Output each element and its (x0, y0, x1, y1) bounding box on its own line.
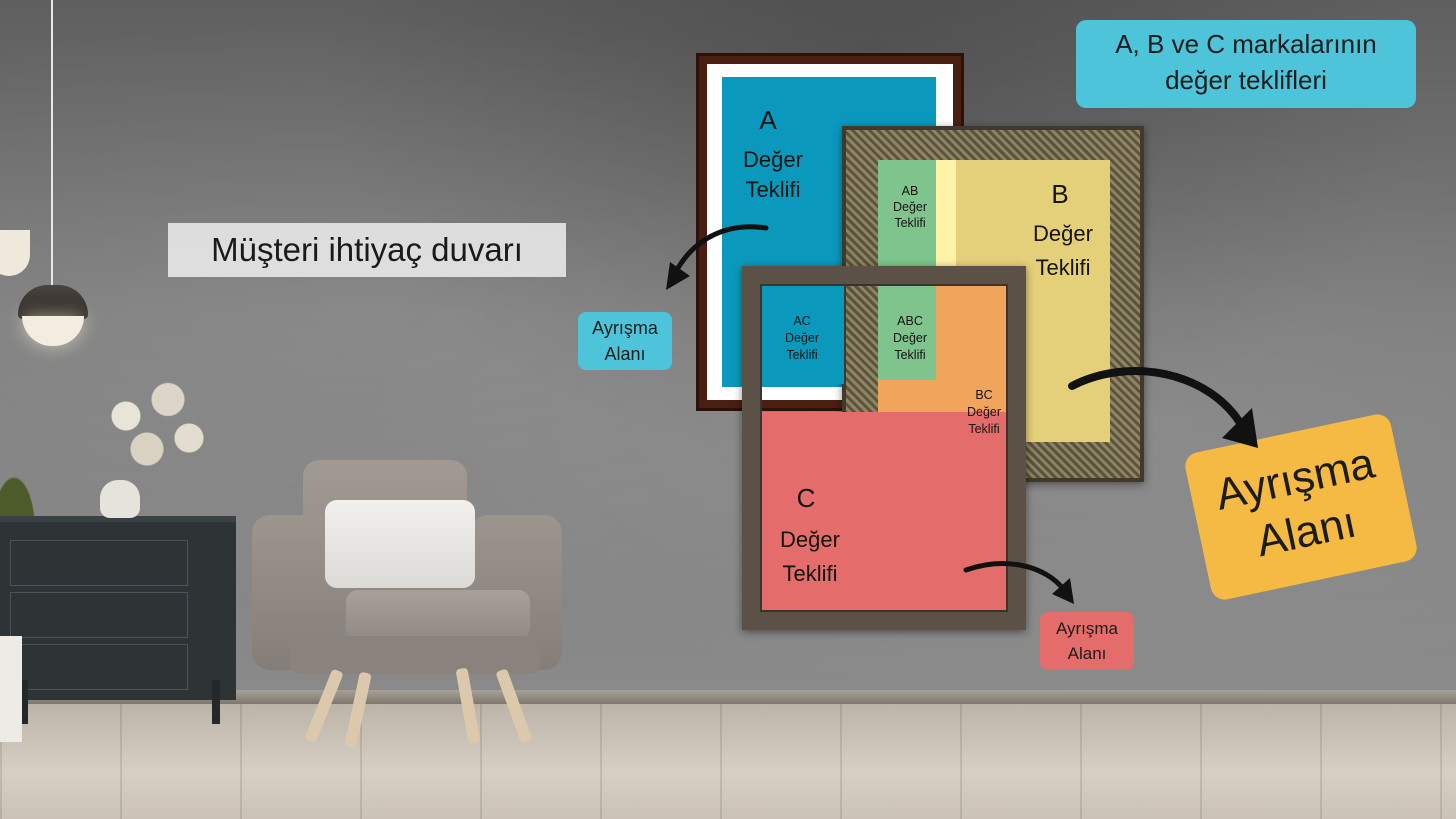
frame-a-line2: Teklifi (745, 177, 801, 202)
cabinet-drawer (10, 540, 188, 586)
plant-pot (0, 636, 22, 742)
arrow-a-to-callout (675, 224, 769, 271)
cabinet-leg (212, 680, 220, 724)
overlap-ab-line2: Teklifi (894, 216, 926, 230)
dried-flower-arrangement (84, 372, 224, 482)
overlap-abc-code: ABC (897, 314, 923, 328)
overlap-bc-line1: Değer (966, 405, 1002, 419)
overlap-ab-code: AB (901, 184, 919, 198)
overlap-ac-line1: Değer (784, 331, 820, 345)
armchair-pillow (325, 500, 475, 588)
panel-ac-overlap (760, 284, 844, 384)
pendant-lamp-shade (18, 285, 88, 319)
overlap-ac-code: AC (793, 314, 811, 328)
frame-c (742, 266, 1026, 630)
cabinet-leg (20, 680, 28, 724)
arrow-b-to-callout (1068, 367, 1246, 430)
callout-a-line1: Ayrışma (592, 318, 658, 338)
frame-a-line1: Değer (743, 147, 803, 172)
wooden-floor (0, 704, 1456, 819)
value-propositions-title-line1: A, B ve C markalarının (1115, 29, 1377, 59)
overlap-abc-line1: Değer (892, 331, 928, 345)
value-propositions-title: A, B ve C markalarının değer teklifleri (1076, 20, 1416, 108)
frame-c-line2: Teklifi (782, 561, 838, 586)
value-propositions-title-line2: değer teklifleri (1165, 65, 1327, 95)
armchair-base (290, 636, 540, 674)
frame-b-line1: Değer (1033, 221, 1093, 246)
cabinet-drawer (10, 592, 188, 638)
overlap-bc-code: BC (975, 388, 993, 402)
frame-c-letter: C (796, 483, 816, 513)
frame-b-letter: B (1051, 179, 1069, 209)
panel-c-value-proposition (760, 412, 1008, 612)
customer-needs-wall-title: Müşteri ihtiyaç duvarı (168, 223, 566, 277)
arrow-c-to-callout (963, 561, 1067, 593)
callout-c-line1: Ayrışma (1055, 619, 1119, 638)
pendant-lamp-partial (0, 230, 30, 276)
sideboard-cabinet (0, 516, 236, 700)
differentiation-callout-a: Ayrışma Alanı (578, 312, 672, 370)
arrow-c-head-icon (1052, 578, 1074, 604)
frame-a-letter: A (759, 105, 777, 135)
differentiation-callout-c: Ayrışma Alanı (1040, 612, 1134, 670)
vase (100, 480, 140, 518)
overlap-abc-line2: Teklifi (894, 348, 926, 362)
arrow-b-head-icon (1222, 408, 1258, 448)
frame-b-line2: Teklifi (1035, 255, 1091, 280)
callout-c-line2: Alanı (1067, 644, 1107, 663)
panel-abc-overlap (878, 284, 936, 380)
overlap-ab-line1: Değer (892, 200, 928, 214)
callout-a-line2: Alanı (604, 344, 646, 364)
frame-c-line1: Değer (780, 527, 840, 552)
arrow-a-head-icon (666, 262, 690, 290)
overlap-bc-line2: Teklifi (968, 422, 1000, 436)
overlap-ac-line2: Teklifi (786, 348, 818, 362)
lamp-wire (51, 0, 53, 290)
armchair-seat (346, 590, 530, 640)
